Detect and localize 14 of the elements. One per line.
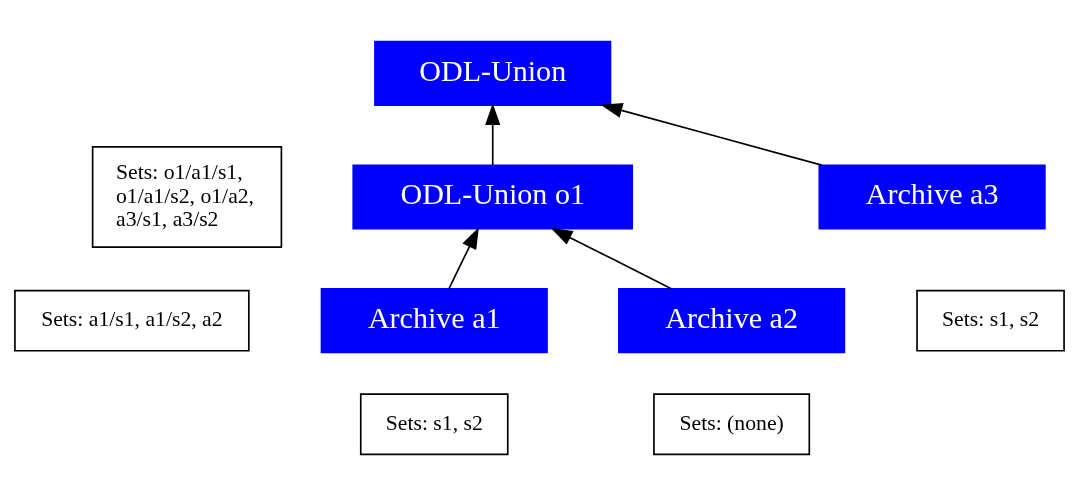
node-box: Sets: s1, s2 bbox=[916, 289, 1065, 352]
node-box: Archive a2 bbox=[618, 287, 846, 353]
node-box: ODL-Union bbox=[374, 40, 612, 106]
node-box: ODL-Union o1 bbox=[352, 163, 634, 230]
arrow bbox=[600, 102, 823, 166]
arrow bbox=[448, 226, 479, 289]
node-box: Sets: (none) bbox=[653, 392, 811, 455]
arrow bbox=[550, 227, 673, 289]
node-box: Archive a3 bbox=[818, 163, 1046, 230]
node-box: Archive a1 bbox=[320, 287, 548, 353]
node-box: Sets: o1/a1/s1, o1/a1/s2, o1/a2, a3/s1, a3/s2 bbox=[91, 145, 283, 248]
node-box: Sets: a1/s1, a1/s2, a2 bbox=[14, 289, 250, 352]
node-box: Sets: s1, s2 bbox=[359, 392, 509, 455]
arrow bbox=[485, 102, 501, 166]
